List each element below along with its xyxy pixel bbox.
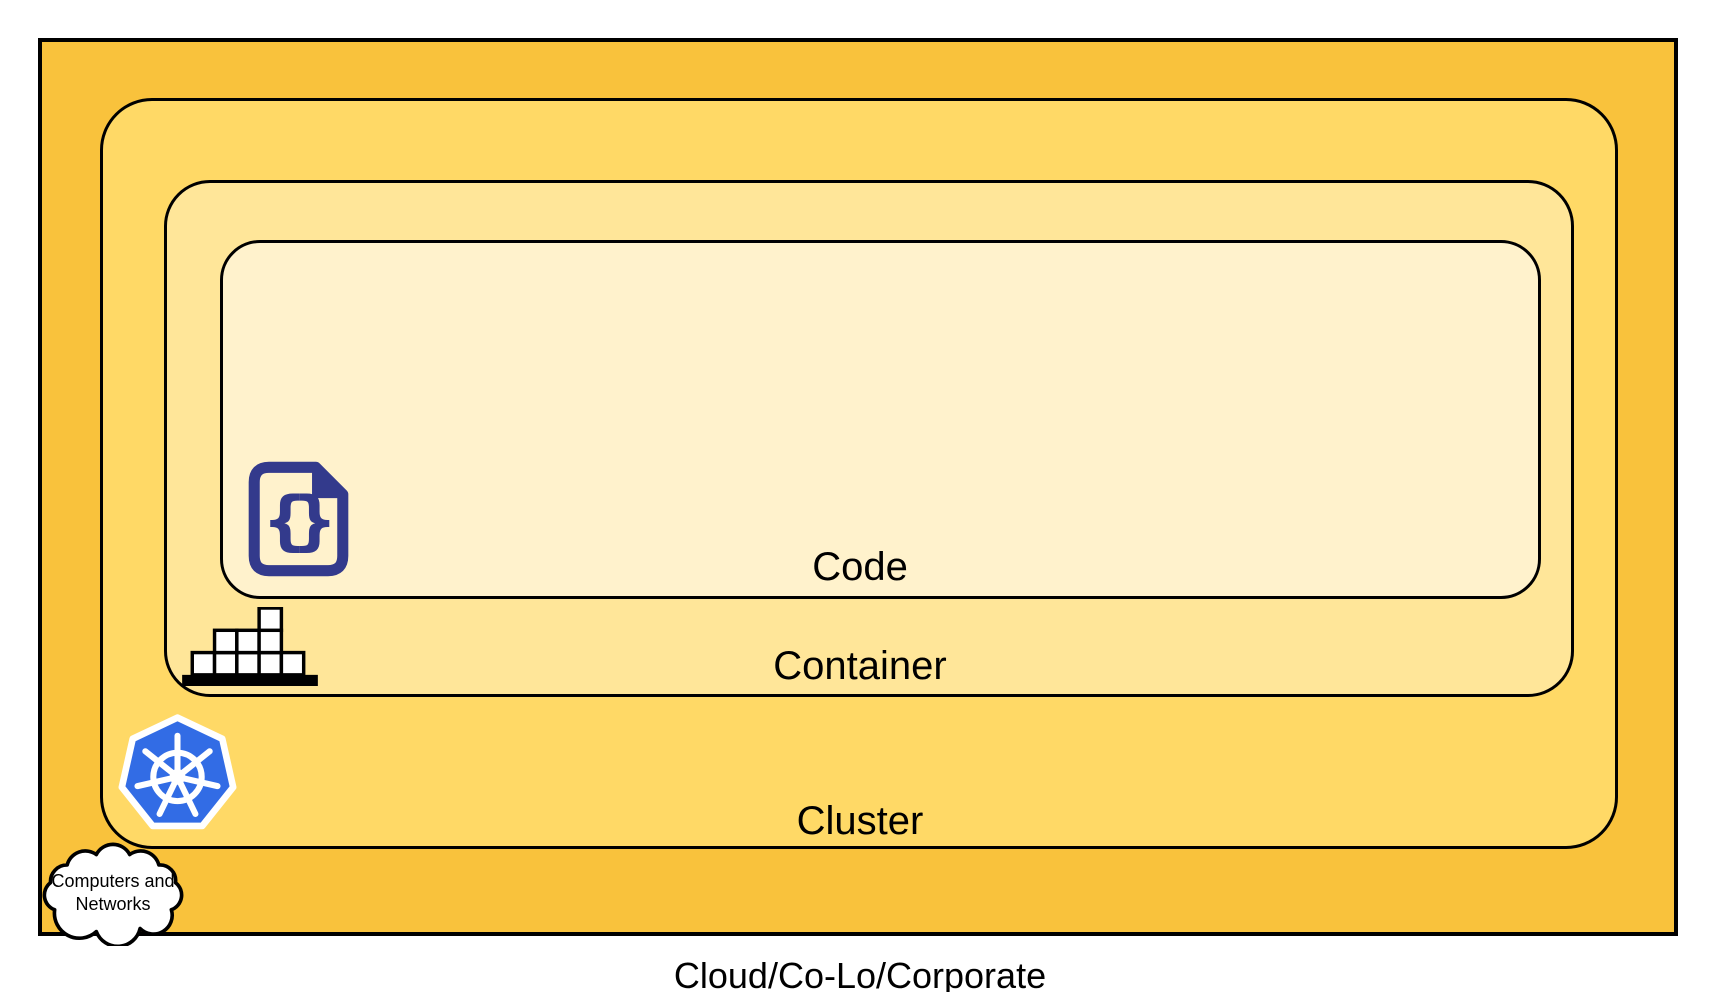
kubernetes-icon [118, 714, 237, 830]
code-brace-left-glyph: { [262, 484, 308, 558]
container-blocks [190, 607, 306, 677]
cloud-icon [42, 842, 184, 946]
container-base-bar [182, 674, 318, 686]
code-file-outline [248, 461, 349, 577]
cloud-outline [42, 842, 184, 946]
kubernetes-helm-wheel [134, 732, 221, 817]
cloud-callout-line1: Computers and [51, 871, 175, 891]
cloud-callout-text: Computers and Networks [38, 870, 188, 917]
container-stack-icon [182, 607, 318, 686]
code-file-fold-corner [312, 462, 348, 499]
cloud-callout-line2: Networks [75, 894, 151, 915]
code-file-icon: { } [248, 461, 349, 577]
code-layer [220, 240, 1541, 599]
datacenter-label-line1: Cloud/Co-Lo/Corporate [673, 955, 1047, 992]
code-brace-right-glyph: } [292, 484, 338, 558]
